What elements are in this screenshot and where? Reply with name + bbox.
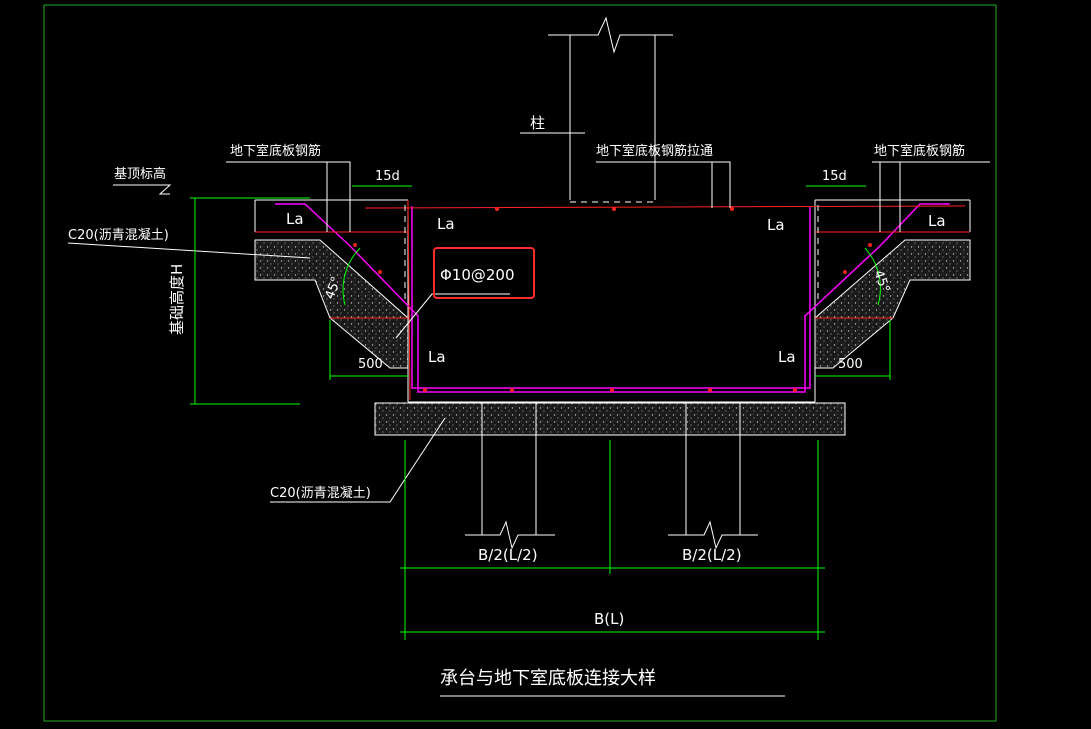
piles [465, 403, 758, 550]
slab-rebar-left-label: 地下室底板钢筋 [230, 143, 321, 159]
dimension-lines [190, 185, 891, 640]
drawing-frame [43, 4, 997, 722]
dim-500-right: 500 [838, 357, 863, 372]
drawing-title: 承台与地下室底板连接大样 [440, 668, 656, 689]
cushion-top-label: C20(沥青混凝土) [68, 227, 169, 243]
cushion-bottom-label: C20(沥青混凝土) [270, 485, 371, 501]
top-elevation-label: 基顶标高 [114, 166, 166, 182]
dim-500-left: 500 [358, 357, 383, 372]
la-label-1: La [286, 210, 304, 228]
angle-right-label: 45° [870, 268, 892, 295]
la-label-5: La [428, 348, 446, 366]
dim-15d-left: 15d [375, 169, 400, 184]
cushion-concrete [254, 239, 971, 436]
column-label: 柱 [530, 114, 545, 132]
stirrup-label: Φ10@200 [440, 266, 515, 284]
rebar-dots [353, 207, 872, 392]
la-label-6: La [778, 348, 796, 366]
dim-15d-right: 15d [822, 169, 847, 184]
angle-left-label: 45° [323, 275, 345, 302]
highlight-box [433, 247, 535, 299]
la-label-4: La [928, 212, 946, 230]
la-label-3: La [767, 216, 785, 234]
slab-rebar-mid-label: 地下室底板钢筋拉通 [596, 143, 713, 159]
depth-h-label: 基础高度H [168, 264, 186, 335]
slab-rebar-right-label: 地下室底板钢筋 [874, 143, 965, 159]
dashed-lines [404, 201, 819, 300]
la-label-2: La [437, 215, 455, 233]
column [520, 16, 673, 200]
half-b-left-label: B/2(L/2) [478, 546, 538, 564]
leader-lines [67, 161, 990, 503]
slab-reinforcement [255, 199, 970, 401]
full-b-label: B(L) [594, 610, 624, 628]
half-b-right-label: B/2(L/2) [682, 546, 742, 564]
